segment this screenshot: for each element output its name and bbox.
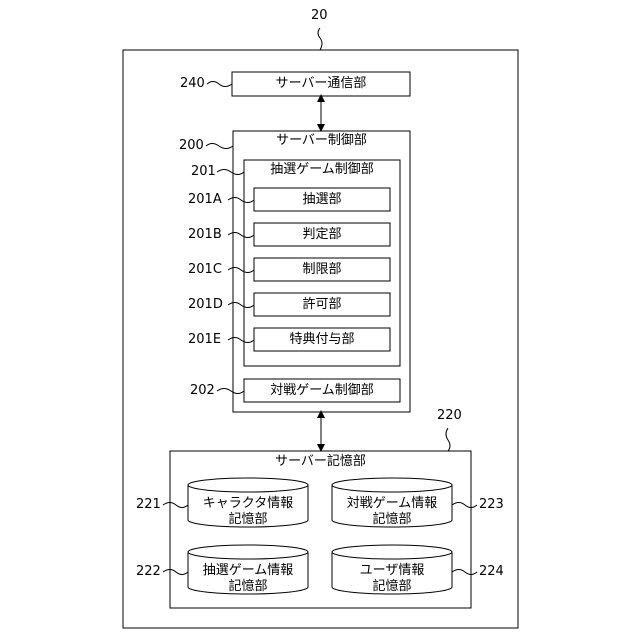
lottery-info-line2: 記憶部 [188, 579, 308, 595]
leader-line-200 [206, 144, 233, 149]
ref-label-201e: 201E [188, 332, 221, 347]
battle-info-line1: 対戦ゲーム情報 [332, 496, 452, 512]
leader-line-240 [207, 82, 232, 87]
ref-label-221: 221 [136, 497, 161, 512]
leader-line-20 [318, 28, 322, 50]
ref-label-201a: 201A [188, 192, 222, 207]
ref-label-201c: 201C [188, 262, 222, 277]
char-info-line1: キャラクタ情報 [188, 496, 308, 512]
char-info-line2: 記憶部 [188, 512, 308, 528]
ref-label-202: 202 [190, 383, 215, 398]
leader-line-224 [452, 570, 477, 575]
leader-line-201d [228, 303, 254, 308]
ref-label-222: 222 [136, 564, 161, 579]
leader-line-201e [228, 338, 254, 343]
battle-game-control-label: 対戦ゲーム制御部 [244, 383, 400, 399]
leader-line-201a [228, 198, 254, 203]
user-info-line2: 記憶部 [332, 579, 452, 595]
leader-line-220 [446, 428, 450, 451]
leader-line-201c [228, 268, 254, 273]
battle-info-line2: 記憶部 [332, 512, 452, 528]
ref-label-240: 240 [180, 76, 205, 91]
ref-label-201d: 201D [188, 297, 223, 312]
char-info-label: キャラクタ情報 記憶部 [188, 496, 308, 528]
server-control-label: サーバー制御部 [233, 133, 410, 149]
ref-label-224: 224 [479, 564, 504, 579]
user-info-label: ユーザ情報 記憶部 [332, 563, 452, 595]
ref-label-220: 220 [437, 408, 462, 423]
leader-line-221 [163, 503, 188, 508]
lottery-info-line1: 抽選ゲーム情報 [188, 563, 308, 579]
ref-label-201: 201 [191, 164, 216, 179]
lottery-game-control-label: 抽選ゲーム制御部 [244, 162, 400, 178]
server-storage-label: サーバー記憶部 [170, 454, 471, 470]
leader-line-202 [217, 389, 244, 394]
limit-unit-label: 制限部 [254, 262, 390, 278]
permit-unit-label: 許可部 [254, 297, 390, 313]
judge-unit-label: 判定部 [254, 227, 390, 243]
leader-line-222 [163, 570, 188, 575]
leader-line-201b [228, 233, 254, 238]
bonus-unit-label: 特典付与部 [254, 332, 390, 348]
ref-label-223: 223 [479, 497, 504, 512]
ref-label-200: 200 [179, 138, 204, 153]
server-comm-label: サーバー通信部 [232, 76, 410, 92]
lottery-unit-label: 抽選部 [254, 192, 390, 208]
leader-line-201 [217, 170, 244, 175]
user-info-line1: ユーザ情報 [332, 563, 452, 579]
battle-info-label: 対戦ゲーム情報 記憶部 [332, 496, 452, 528]
leader-line-223 [452, 503, 477, 508]
ref-label-201b: 201B [188, 227, 222, 242]
lottery-info-label: 抽選ゲーム情報 記憶部 [188, 563, 308, 595]
ref-label-20: 20 [311, 8, 328, 23]
